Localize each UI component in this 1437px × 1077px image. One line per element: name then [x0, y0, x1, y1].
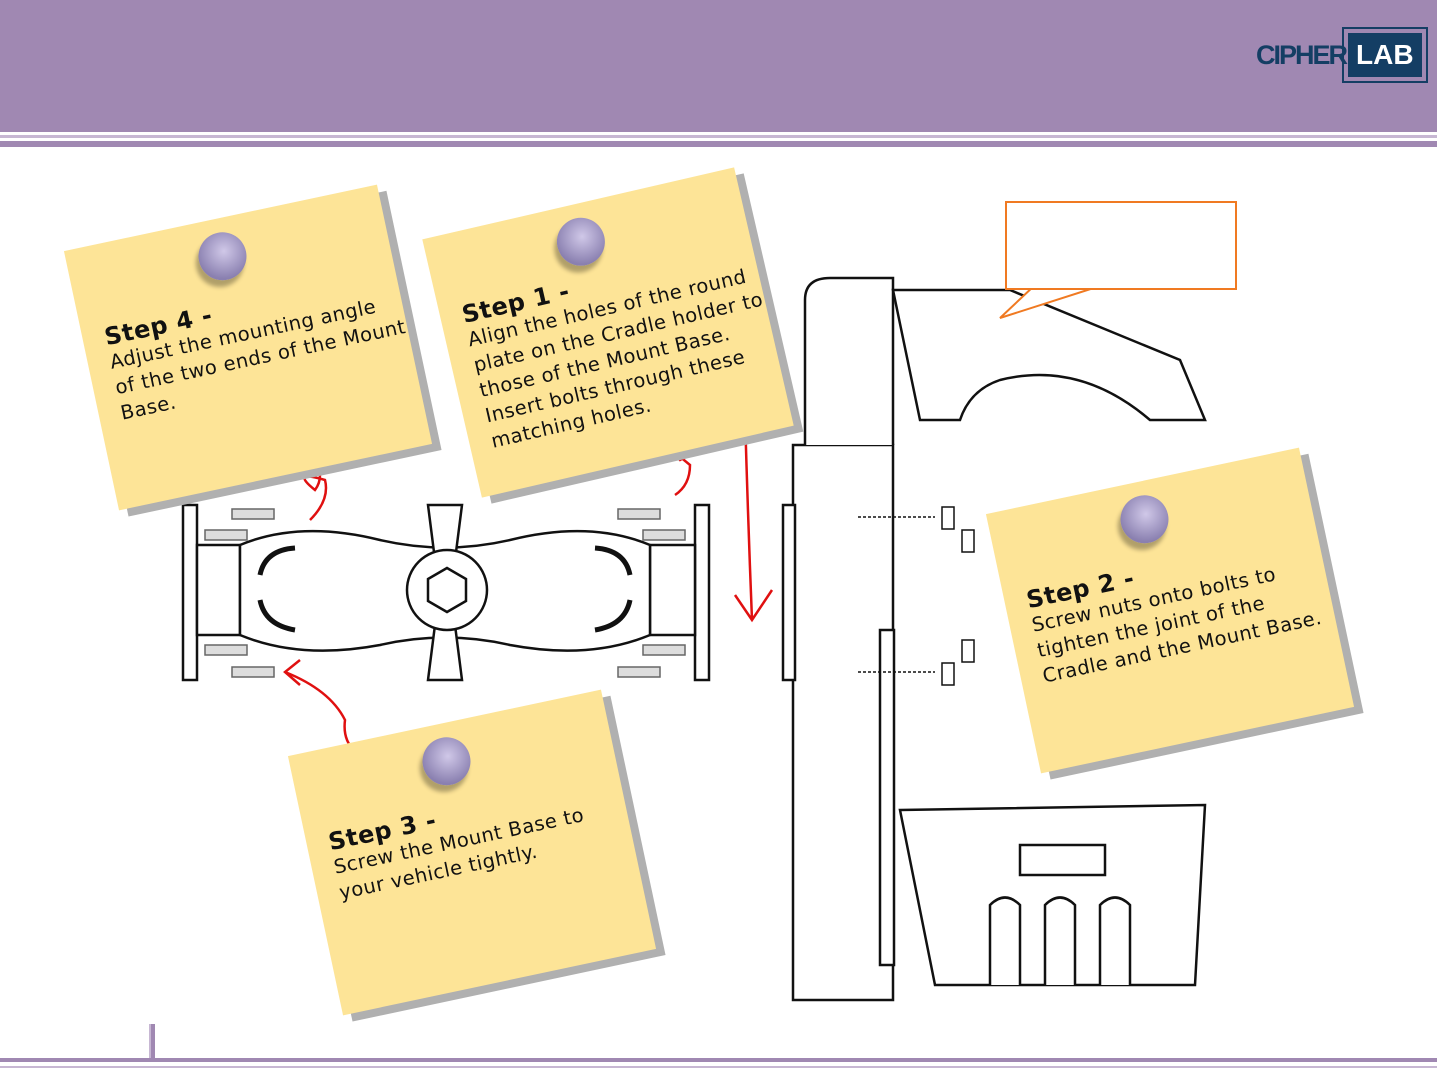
insert-arrows [858, 516, 935, 673]
pushpin-icon [418, 732, 475, 790]
bolts [204, 508, 686, 678]
nuts [941, 506, 975, 686]
pushpin-icon [552, 212, 610, 271]
callout-box [1005, 201, 1237, 290]
header-divider [0, 135, 1437, 138]
cipherlab-logo: CIPHER LAB [1256, 27, 1428, 83]
logo-text-lab: LAB [1342, 27, 1428, 83]
header-bar [0, 0, 1437, 132]
rotation-arrows [257, 545, 633, 633]
pushpin-icon [1116, 490, 1173, 548]
header-divider-thick [0, 141, 1437, 147]
cradle-holder [781, 276, 1207, 1002]
pushpin-icon [194, 227, 251, 285]
footer-line [0, 1058, 1437, 1062]
footer-line-thin [0, 1066, 1437, 1068]
footer-marker [149, 1024, 155, 1060]
mount-base [181, 503, 711, 682]
logo-text-cipher: CIPHER [1256, 39, 1348, 70]
